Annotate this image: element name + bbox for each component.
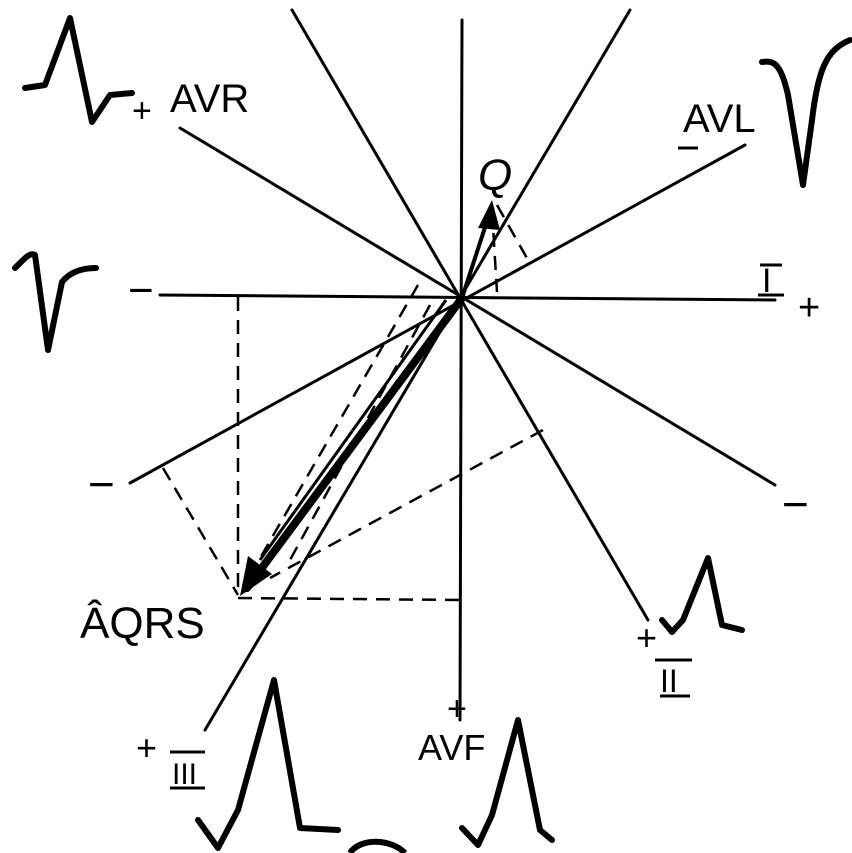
label-lead-i: I: [762, 262, 771, 300]
qrs-arrowhead: [240, 556, 272, 596]
label-lead-iii: III: [172, 758, 197, 791]
waveform-avr: [22, 15, 135, 125]
label-lead-ii: II: [660, 663, 678, 699]
sign-lead-ii-plus: +: [636, 617, 657, 658]
sign-avf-plus: +: [447, 690, 467, 728]
bottom-partial-mark: [347, 838, 408, 853]
sign-lead-iii-plus: +: [136, 727, 157, 768]
label-avf: AVF: [418, 727, 485, 768]
projection-lead-iii-a: [250, 284, 420, 573]
label-avl: AVL: [683, 97, 756, 141]
waveform-avf: [459, 717, 555, 848]
axis-lead-iii: [203, 8, 632, 732]
projection-avf: [237, 596, 461, 602]
sign-lead-i-minus: −: [128, 266, 154, 315]
label-avr: AVR: [170, 77, 249, 121]
waveform-lead-ii: [659, 555, 745, 635]
waveform-lead-iii: [195, 677, 341, 851]
projection-lead-ii: [269, 428, 544, 580]
label-q: Q: [478, 151, 512, 200]
sign-avl-minus: −: [88, 458, 115, 510]
projection-avl: [161, 467, 240, 596]
axis-lead-ii: [290, 8, 650, 622]
sign-lead-i-plus: +: [798, 287, 820, 329]
qrs-vector: [243, 294, 466, 592]
waveform-avl: [759, 37, 852, 188]
axis-avr: [178, 126, 777, 487]
projection-q-b: [495, 204, 530, 261]
qrs-vector-shadow: [258, 299, 448, 561]
sign-avr-plus: +: [132, 92, 152, 130]
label-aqrs: ÂQRS: [80, 599, 205, 648]
sign-avr-minus: −: [782, 478, 809, 530]
q-arrowhead: [478, 200, 500, 230]
waveform-lead-i-left: [12, 251, 99, 353]
axis-avf: [458, 18, 464, 722]
